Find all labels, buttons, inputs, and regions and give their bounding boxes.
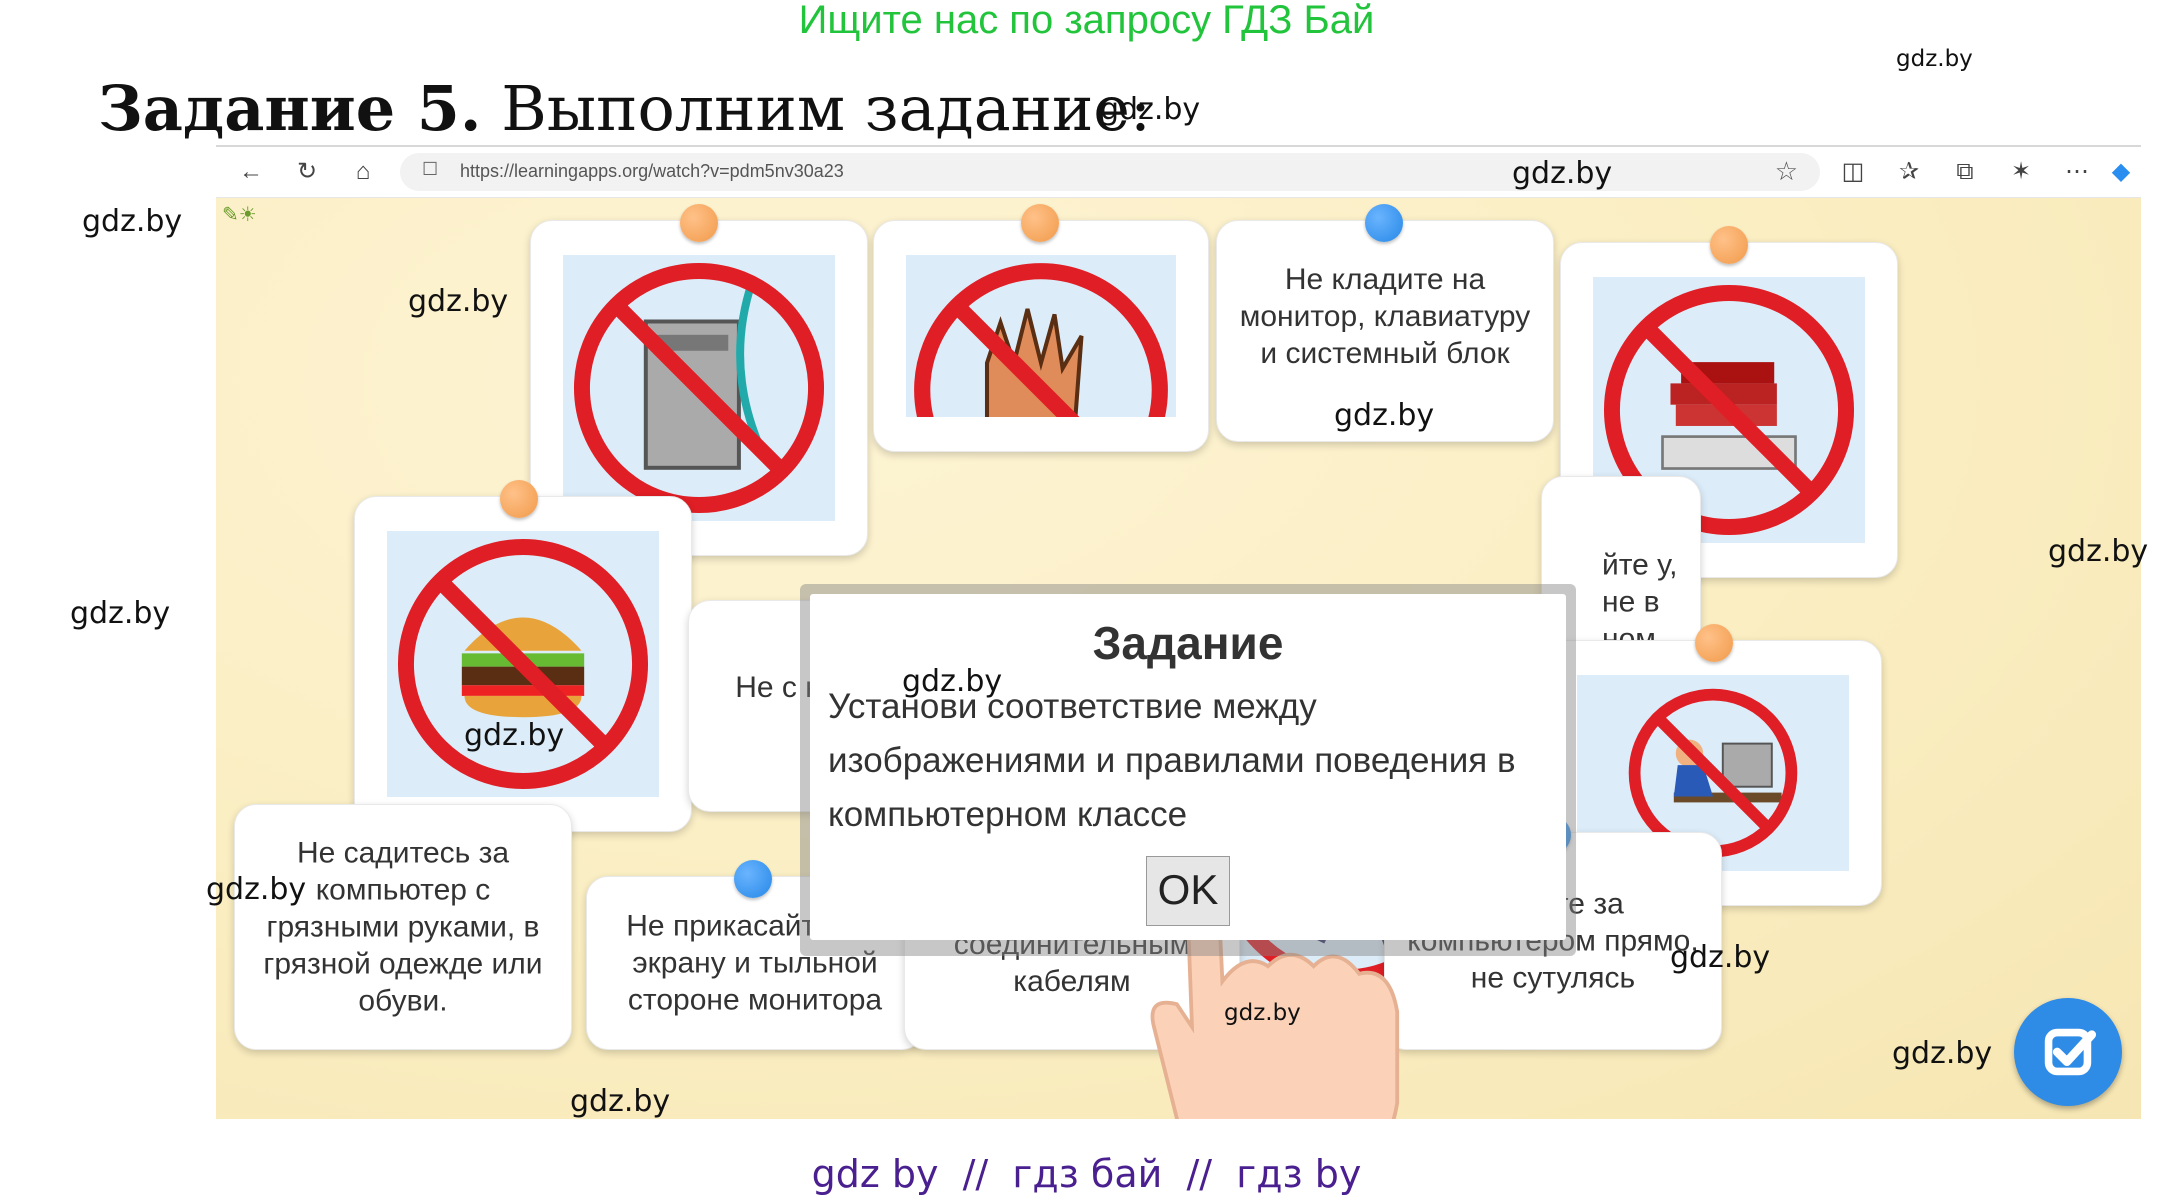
bottom-banner: gdz by // гдз бай // гдз by — [811, 1152, 1362, 1196]
back-arrow-icon[interactable]: ← — [239, 158, 263, 185]
watermark: gdz.by — [464, 718, 565, 753]
collections-icon[interactable]: ⧉ — [1956, 158, 1974, 185]
no-food-picture — [387, 531, 659, 797]
ok-button[interactable]: OK — [1146, 856, 1230, 926]
favorites-icon[interactable]: ✰ — [1898, 158, 1920, 185]
watermark: gdz.by — [1512, 156, 1613, 191]
pin-orange — [1710, 226, 1748, 264]
address-bar[interactable]: ☐ https://learningapps.org/watch?v=pdm5n… — [400, 153, 1820, 191]
card-text: Не кладите на монитор, клавиатуру и сист… — [1239, 263, 1531, 370]
watermark: gdz.by — [1896, 46, 1973, 72]
pin-blue — [734, 860, 772, 898]
card-text: Не садитесь за компьютер с грязными рука… — [263, 836, 543, 1018]
text-card-dirty-hands[interactable]: Не садитесь за компьютер с грязными рука… — [234, 804, 572, 1050]
watermark: gdz.by — [2048, 534, 2149, 569]
browser-window: ← ↻ ⌂ ☐ https://learningapps.org/watch?v… — [216, 145, 2141, 1119]
watermark: gdz.by — [570, 1084, 671, 1119]
copilot-icon[interactable]: ◆ — [2111, 158, 2131, 185]
task-dialog: Задание Установи соответствие между изоб… — [810, 594, 1566, 940]
pin-orange — [1695, 624, 1733, 662]
url-text[interactable]: https://learningapps.org/watch?v=pdm5nv3… — [460, 161, 844, 181]
watermark: gdz.by — [70, 596, 171, 631]
watermark: gdz.by — [1100, 92, 1201, 127]
check-answer-button[interactable] — [2014, 998, 2122, 1106]
pin-orange — [1021, 204, 1059, 242]
split-screen-icon[interactable]: ◫ — [1841, 158, 1865, 185]
pin-orange — [500, 480, 538, 518]
picture-card-food[interactable] — [354, 496, 692, 832]
watermark: gdz.by — [902, 664, 1003, 699]
task-heading: Задание 5. Выполним задание: — [98, 72, 1151, 145]
watermark: gdz.by — [206, 872, 307, 907]
watermark: gdz.by — [408, 284, 509, 319]
check-icon — [2044, 1028, 2097, 1076]
watermark: gdz.by — [1334, 398, 1435, 433]
help-hint-icon[interactable]: ✎☀ — [222, 204, 257, 226]
watermark: gdz.by — [1670, 940, 1771, 975]
pin-orange — [680, 204, 718, 242]
dialog-body: Установи соответствие между изображениям… — [828, 687, 1516, 834]
text-card-monitor[interactable]: Не кладите на монитор, клавиатуру и сист… — [1216, 220, 1554, 442]
browser-toolbar: ← ↻ ⌂ ☐ https://learningapps.org/watch?v… — [216, 147, 2141, 198]
picture-card-hands[interactable] — [873, 220, 1209, 452]
star-icon[interactable]: ☆ — [1774, 156, 1798, 186]
task-number: Задание 5. — [98, 72, 482, 145]
watermark: gdz.by — [1224, 1000, 1301, 1026]
learningapps-canvas: ✎☀ Не кладите на монитор, клавиатуру и с… — [216, 198, 2141, 1119]
lock-icon[interactable]: ☐ — [422, 159, 439, 179]
reload-icon[interactable]: ↻ — [296, 158, 318, 185]
home-icon[interactable]: ⌂ — [355, 158, 371, 185]
more-icon[interactable]: ⋯ — [2065, 158, 2089, 185]
top-banner: Ищите нас по запросу ГДЗ Бай — [798, 0, 1375, 42]
dialog-title: Задание — [1092, 617, 1284, 669]
extensions-icon[interactable]: ✶ — [2010, 158, 2032, 185]
no-dirty-hands-picture — [906, 255, 1176, 417]
no-unplug-picture — [563, 255, 835, 521]
watermark: gdz.by — [82, 204, 183, 239]
watermark: gdz.by — [1892, 1036, 1993, 1071]
task-title: Выполним задание: — [481, 72, 1151, 145]
pin-blue — [1365, 204, 1403, 242]
